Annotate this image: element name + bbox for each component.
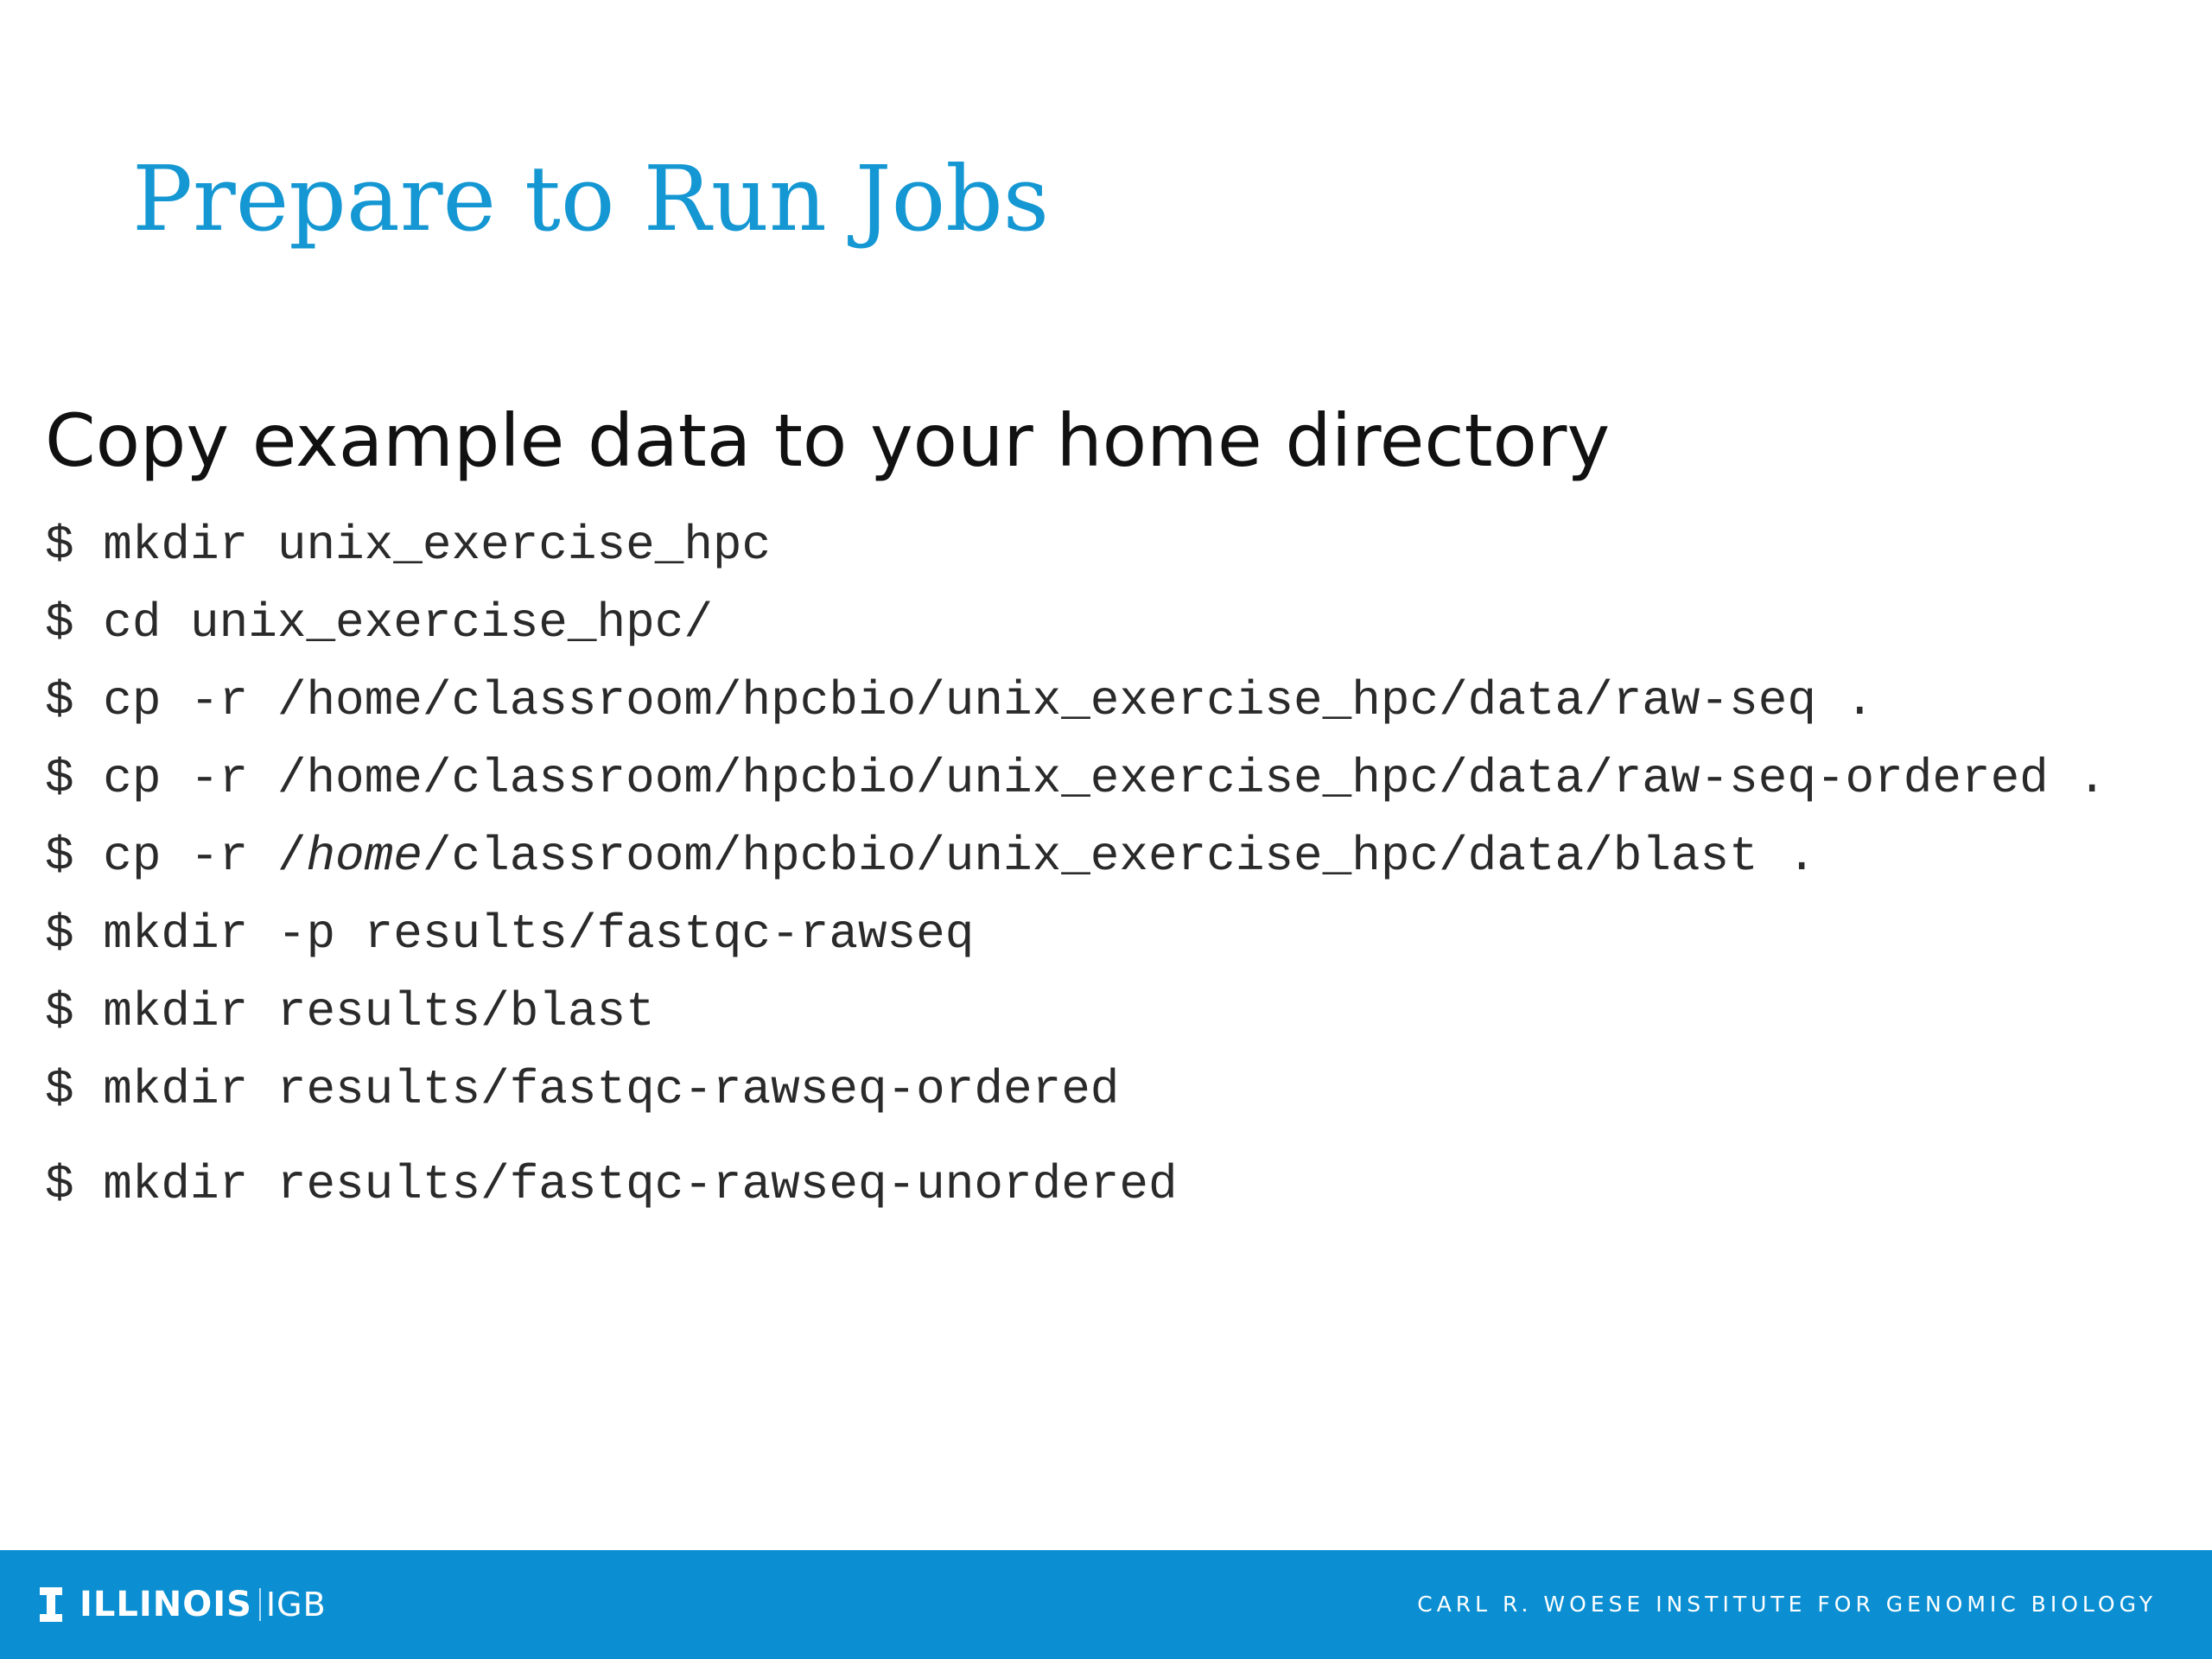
command-italic-text: home (306, 829, 423, 884)
command-line: $ cd unix_exercise_hpc/ (45, 595, 713, 651)
command-list: $ mkdir unix_exercise_hpc $ cd unix_exer… (45, 506, 2107, 1224)
command-line: $ mkdir results/blast (45, 984, 655, 1039)
logo-divider (258, 1588, 261, 1621)
slide-title: Prepare to Run Jobs (132, 146, 1050, 251)
command-line: $ mkdir results/fastqc-rawseq-unordered (45, 1157, 1178, 1212)
section-heading: Copy example data to your home directory (45, 398, 1611, 483)
footer-bar: ILLINOIS IGB CARL R. WOESE INSTITUTE FOR… (0, 1550, 2212, 1659)
command-line: $ mkdir -p results/fastqc-rawseq (45, 906, 975, 962)
command-line: $ mkdir results/fastqc-rawseq-ordered (45, 1062, 1120, 1117)
command-line: $ mkdir unix_exercise_hpc (45, 518, 772, 573)
illinois-igb-logo: ILLINOIS IGB (40, 1550, 327, 1659)
institute-name: CARL R. WOESE INSTITUTE FOR GENOMIC BIOL… (1417, 1592, 2157, 1617)
logo-text-igb: IGB (265, 1586, 327, 1624)
command-text: /classroom/hpcbio/unix_exercise_hpc/data… (422, 829, 1816, 884)
command-line: $ cp -r /home/classroom/hpcbio/unix_exer… (45, 817, 2107, 895)
command-text: $ cp -r / (45, 829, 307, 884)
block-i-icon (40, 1587, 62, 1622)
command-line: $ cp -r /home/classroom/hpcbio/unix_exer… (45, 673, 1875, 728)
command-line: $ cp -r /home/classroom/hpcbio/unix_exer… (45, 751, 2107, 806)
logo-text-illinois: ILLINOIS (79, 1585, 252, 1624)
